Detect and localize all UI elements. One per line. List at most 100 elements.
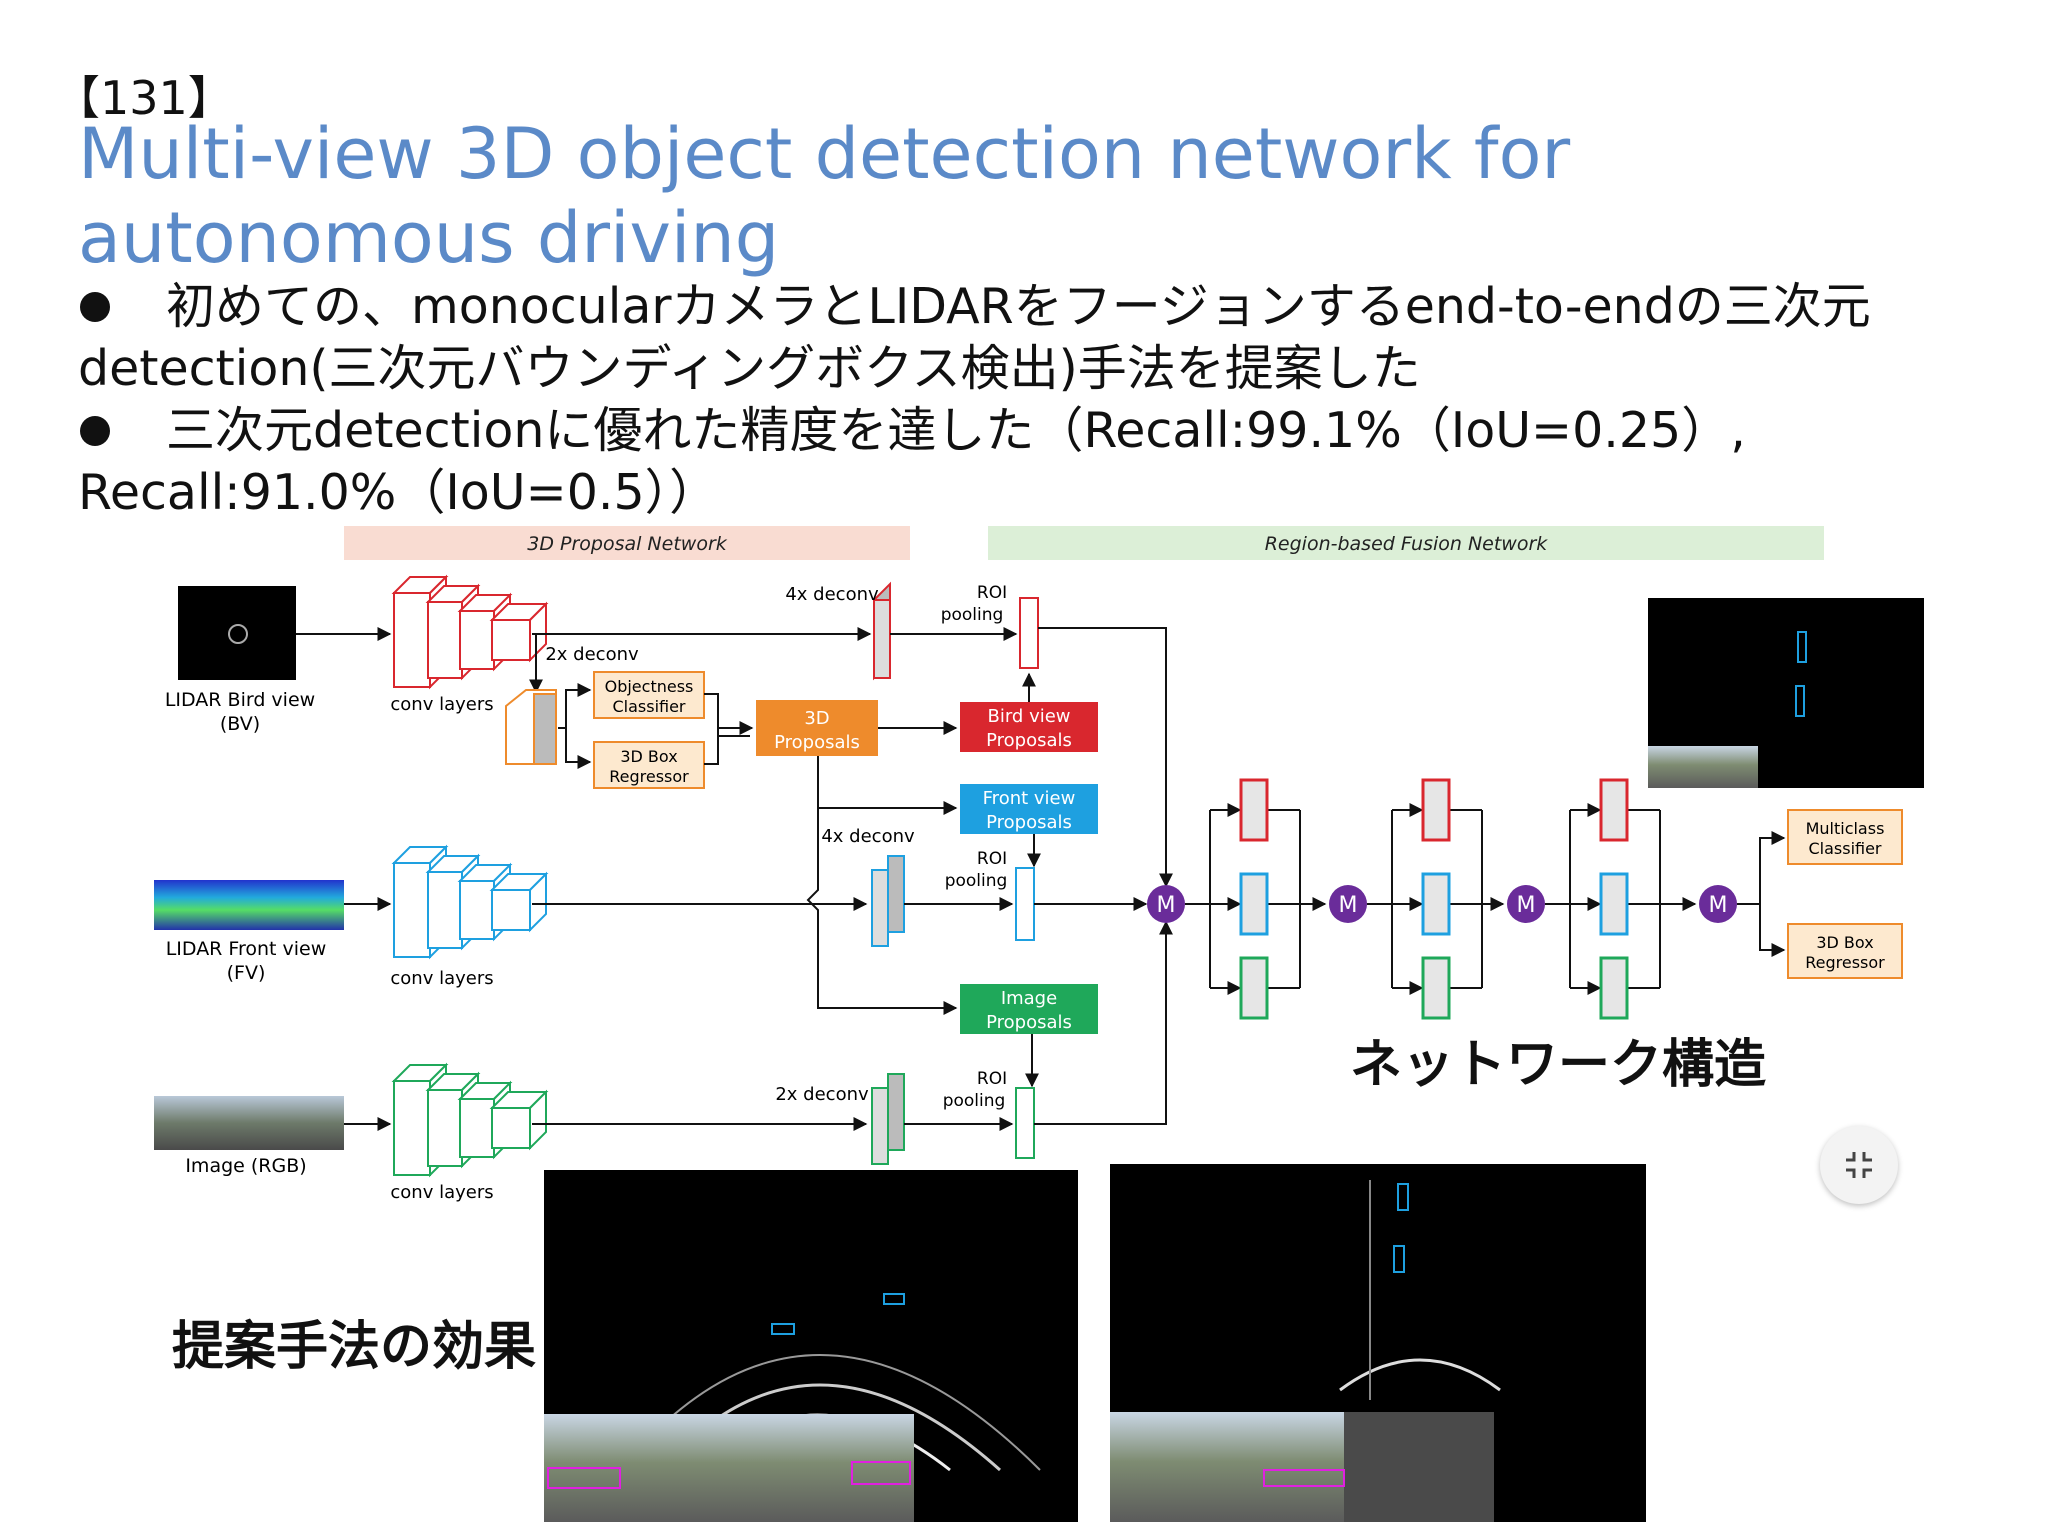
result-bbox [1795,685,1805,717]
multiclass-classifier-box [1787,809,1903,865]
bv-label-1: LIDAR Bird view [165,689,315,711]
conv-block [427,871,463,949]
box-reg-out-label-1: 3D Box [1816,933,1873,952]
conv-block [491,1107,531,1149]
bv-2x-deconv-label: 2x deconv [545,644,639,665]
bird-prop-label-1: Bird view [987,706,1070,727]
front-prop-label-1: Front view [983,788,1076,809]
fusion-layer-block [1421,956,1451,1020]
box-reg-label-2: Regressor [609,767,689,786]
slide-title: Multi-view 3D object detection network f… [78,113,1571,279]
3d-proposals-box [756,700,878,756]
fv-label-2: (FV) [227,962,266,984]
fusion-layer-block [1599,956,1629,1020]
bv-roi-block [1019,597,1039,669]
bv-roi-label-1: ROI [977,583,1007,603]
lidar-bbox [771,1323,795,1335]
fusion-layer-block [1599,778,1629,842]
method-effect-label: 提案手法の効果 [172,1317,537,1377]
result-image-bottom-right-street [1344,1412,1494,1522]
box-reg-out-label-2: Regressor [1805,953,1885,972]
bv-conv-layers [391,574,549,690]
lidar-bbox [1397,1183,1409,1211]
fv-roi-block [1015,867,1035,941]
fv-label-1: LIDAR Front view [166,938,327,960]
fusion-layer-block [1239,872,1269,936]
network-structure-label: ネットワーク構造 [1350,1035,1767,1095]
fv-4x-deconv-face [887,855,905,933]
car-bbox [1263,1469,1345,1487]
fusion-node-label: M [1709,893,1728,918]
rgb-label: Image (RGB) [185,1155,306,1177]
result-bbox [1797,631,1807,663]
conv-block [393,1080,431,1176]
box-reg-label-1: 3D Box [620,747,677,766]
rgb-roi-label-2: pooling [943,1091,1006,1111]
to-objectness-arrow [558,683,592,729]
bird-view-image [178,586,296,680]
bv-conv-label: conv layers [390,694,493,715]
box-regressor-box [593,741,705,789]
fv-4x-deconv-label: 4x deconv [821,826,915,847]
conv-block [393,592,431,688]
rgb-roi-to-fusion-arrow [1034,920,1173,1125]
fullscreen-exit-icon [1846,1152,1872,1178]
3d-proposals-label-2: Proposals [774,732,860,753]
fv-4x-deconv-block [871,869,889,947]
bullet-item: 初めての、monocularカメラとLIDARをフージョンするend-to-en… [78,276,1998,338]
bullet-text-cont: detection(三次元バウンディングボクス検出)手法を提案した [78,340,1421,397]
fusion-layer-block [1239,956,1269,1020]
proposal-network-header [344,526,910,560]
proposal-network-title: 3D Proposal Network [527,533,728,555]
conv-block [491,889,531,931]
bv-2x-deconv-face [533,693,557,765]
bullet-dot [80,415,110,446]
image-proposals-box [960,984,1098,1034]
to-multiclass-arrow [1759,831,1786,904]
image-prop-label-2: Proposals [986,1012,1072,1033]
front-view-proposals-box [960,784,1098,834]
car-bbox [851,1461,911,1485]
bullet-text: 初めての、monocularカメラとLIDARをフージョンするend-to-en… [166,278,1871,335]
fusion-node [1699,885,1737,923]
lidar-bbox [883,1293,905,1305]
conv-block [393,862,431,958]
conv-block [459,1098,495,1158]
to-box-reg-arrow [565,728,592,769]
exit-fullscreen-button[interactable] [1820,1126,1898,1204]
bird-view-lidar-ring [228,624,248,644]
fv-roi-label-2: pooling [945,871,1008,891]
to-box-reg-out-arrow [1759,904,1786,957]
bv-roi-label-2: pooling [941,605,1004,625]
front-view-image [154,880,344,930]
bullet-text: 三次元detectionに優れた精度を達した（Recall:99.1%（IoU=… [166,402,1746,459]
lidar-bbox [1393,1245,1405,1273]
rgb-2x-deconv-face [887,1073,905,1151]
fusion-network-title: Region-based Fusion Network [1265,533,1549,555]
fusion-layer-block [1421,778,1451,842]
objectness-classifier-box [593,671,705,719]
bullet-text-cont: Recall:91.0%（IoU=0.5）） [78,464,719,521]
rgb-conv-label: conv layers [390,1182,493,1203]
bv-roi-to-fusion-arrow [1038,627,1173,888]
multiclass-label-2: Classifier [1808,839,1881,858]
fusion-node [1329,885,1367,923]
rgb-roi-label-1: ROI [977,1069,1007,1089]
box-regressor-out-box [1787,923,1903,979]
lidar-arc [1339,1358,1501,1392]
bullet-item: 三次元detectionに優れた精度を達した（Recall:99.1%（IoU=… [78,400,1998,462]
bird-view-proposals-box [960,702,1098,752]
image-prop-label-1: Image [1001,988,1057,1009]
to-front-proposals-arrow [817,756,958,815]
bird-prop-label-2: Proposals [986,730,1072,751]
conv-block [459,880,495,940]
3d-proposals-label-1: 3D [804,708,829,729]
fusion-network-header [988,526,1824,560]
fv-roi-label-1: ROI [977,849,1007,869]
result-image-top-right-inset [1648,746,1758,788]
slide-number: 【131】 [54,71,234,125]
conv-block [427,601,463,679]
fusion-layer-block [1421,872,1451,936]
